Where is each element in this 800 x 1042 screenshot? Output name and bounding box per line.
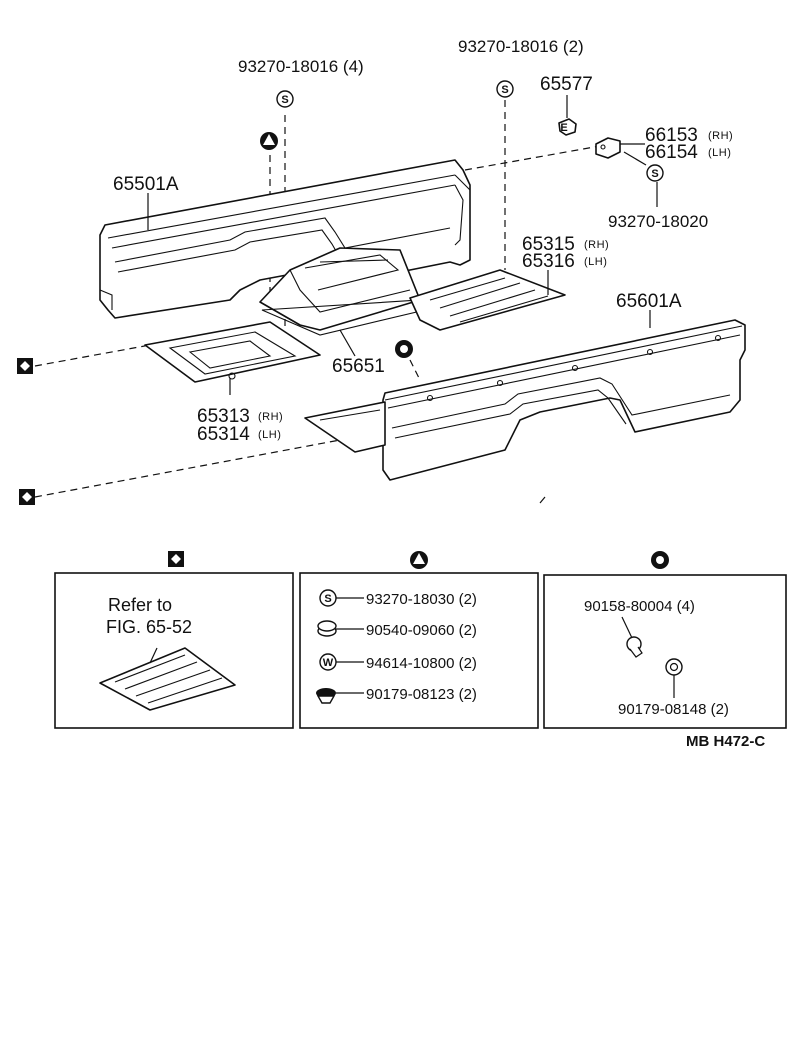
- label-65501a: 65501A: [113, 174, 179, 195]
- label-65315: 65315: [522, 234, 575, 255]
- triangle-marker: [260, 132, 278, 150]
- wheel-housing-65651: [259, 247, 426, 336]
- floor-plate-65315: [409, 269, 566, 331]
- panel-header-triangle: [410, 551, 428, 569]
- label-65314: 65314: [197, 424, 250, 445]
- triangle-item-4: 90179-08123 (2): [366, 686, 477, 703]
- label-65313-side: (RH): [258, 411, 283, 423]
- label-66153: 66153: [645, 125, 698, 146]
- triangle-item-3: 94614-10800 (2): [366, 655, 477, 672]
- s-symbol-center: S: [496, 80, 514, 98]
- label-65316-side: (LH): [584, 256, 607, 268]
- label-66153-side: (RH): [708, 130, 733, 142]
- label-93270-18020: 93270-18020: [608, 212, 708, 231]
- label-65651: 65651: [332, 356, 385, 377]
- label-65315-side: (RH): [584, 239, 609, 251]
- s-washer-icon: S: [319, 589, 337, 607]
- panel-header-diamond: [168, 551, 184, 567]
- triangle-item-2: 90540-09060 (2): [366, 622, 477, 639]
- circle-item-2: 90179-08148 (2): [618, 701, 729, 718]
- panel-circle: [543, 574, 787, 729]
- label-93270-18016-4: 93270-18016 (4): [238, 57, 364, 76]
- clip-icon: [665, 658, 683, 676]
- diamond-marker-upper: [17, 358, 33, 374]
- s-symbol-left: S: [276, 90, 294, 108]
- label-65314-side: (LH): [258, 429, 281, 441]
- panel-header-circle: [651, 551, 669, 569]
- diagram-code: MB H472-C: [686, 733, 765, 750]
- panel-triangle: [299, 572, 539, 729]
- svg-text:S: S: [651, 168, 658, 180]
- circle-item-1: 90158-80004 (4): [584, 598, 695, 615]
- floor-plate-thumbnail: [99, 647, 236, 711]
- label-66154: 66154: [645, 142, 698, 163]
- screw-icon: [626, 636, 643, 658]
- svg-text:S: S: [501, 84, 508, 96]
- triangle-item-1: 93270-18030 (2): [366, 591, 477, 608]
- label-65601a: 65601A: [616, 291, 682, 312]
- leader-lines: [147, 95, 658, 395]
- spacer-icon: [317, 620, 337, 637]
- svg-text:S: S: [324, 593, 331, 605]
- label-65313: 65313: [197, 406, 250, 427]
- label-65316: 65316: [522, 251, 575, 272]
- svg-text:S: S: [281, 94, 288, 106]
- diamond-marker-lower: [19, 489, 35, 505]
- bolt-65577: E: [558, 118, 577, 136]
- svg-text:W: W: [323, 657, 334, 669]
- rear-panel-65601a: [382, 319, 746, 481]
- refer-line-1: Refer to: [108, 595, 172, 615]
- plate-65313: [144, 321, 321, 383]
- label-65577: 65577: [540, 74, 593, 95]
- label-66154-side: (LH): [708, 147, 731, 159]
- bracket-66153: [595, 137, 621, 159]
- grommet-icon: [316, 688, 336, 704]
- panel-diamond: [54, 572, 294, 729]
- w-washer-icon: W: [319, 653, 337, 671]
- svg-text:E: E: [560, 122, 567, 134]
- s-symbol-right: S: [646, 164, 664, 182]
- floor-strip: [304, 401, 386, 453]
- refer-line-2: FIG. 65-52: [106, 617, 192, 637]
- label-93270-18016-2: 93270-18016 (2): [458, 37, 584, 56]
- circle-marker: [395, 340, 413, 358]
